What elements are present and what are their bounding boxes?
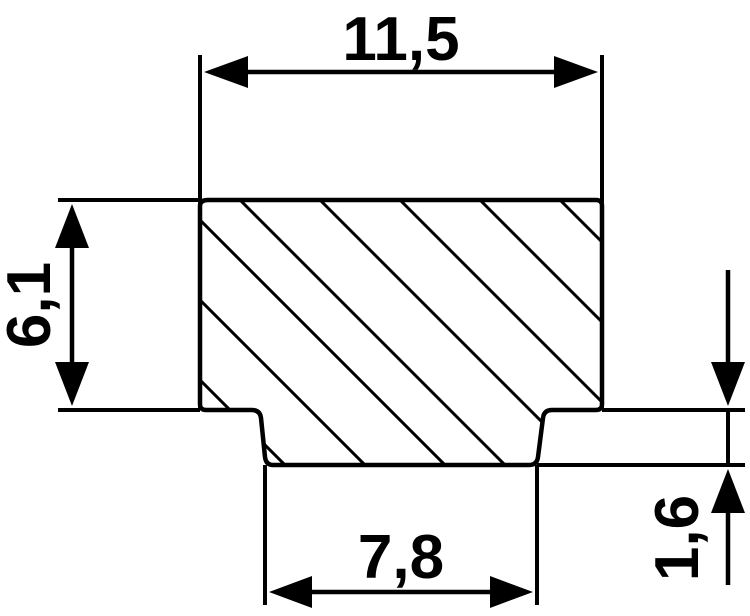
extension-lines bbox=[58, 55, 745, 605]
arrow-right-icon bbox=[554, 56, 598, 88]
dimension-label-bottom-width: 7,8 bbox=[358, 523, 444, 592]
arrow-left-icon bbox=[269, 576, 312, 608]
arrow-right-icon bbox=[490, 576, 533, 608]
dimension-label-upper-height: 6,1 bbox=[0, 262, 64, 348]
dimension-upper-height: 6,1 bbox=[0, 204, 89, 406]
arrow-up-icon bbox=[55, 204, 89, 248]
dimension-top-width: 11,5 bbox=[204, 5, 598, 88]
dimension-bottom-width: 7,8 bbox=[269, 523, 533, 608]
arrow-down-icon bbox=[711, 362, 745, 406]
arrow-up-icon bbox=[711, 469, 745, 513]
dimension-step-height: 1,6 bbox=[643, 270, 745, 585]
arrow-down-icon bbox=[55, 362, 89, 406]
dimension-label-top-width: 11,5 bbox=[342, 5, 459, 74]
profile-outline bbox=[197, 197, 605, 468]
dimension-label-step-height: 1,6 bbox=[643, 495, 712, 581]
arrow-left-icon bbox=[204, 56, 248, 88]
